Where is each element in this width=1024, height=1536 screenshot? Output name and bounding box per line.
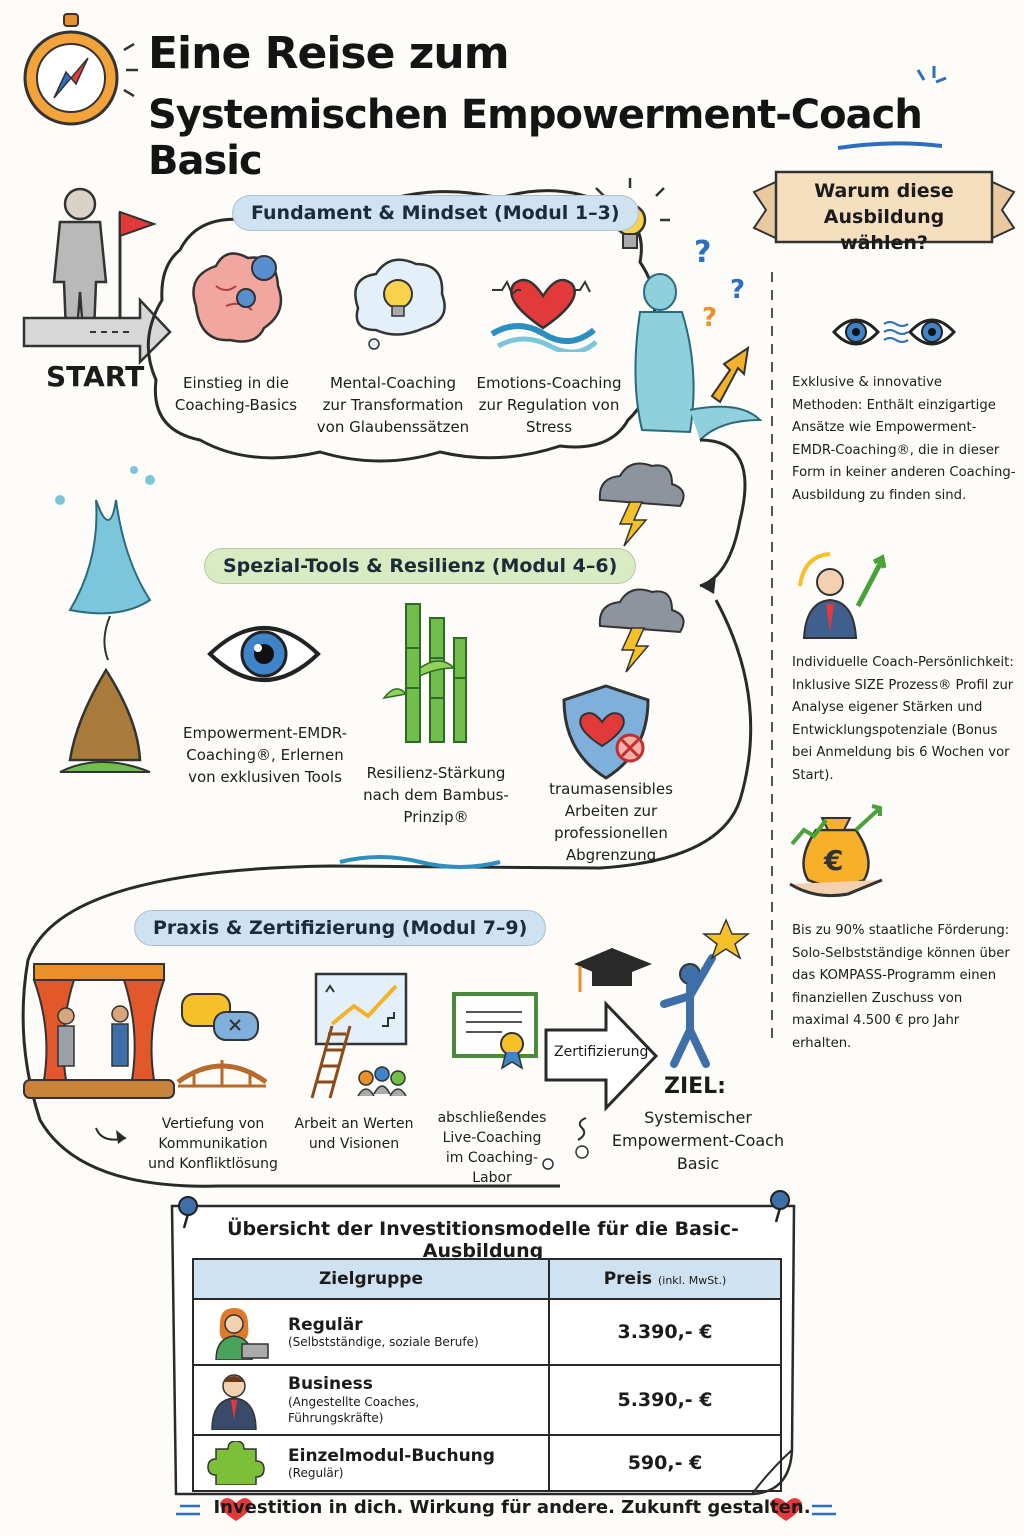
compass-icon [23, 13, 138, 126]
pricing-row-detail: (Angestellte Coaches, Führungskräfte) [288, 1395, 420, 1425]
puzzle-icon [207, 1441, 265, 1485]
storm-cloud-icon [598, 462, 685, 547]
goal-text: Systemischer Empowerment-Coach Basic [611, 1108, 785, 1173]
svg-text:€: € [823, 844, 843, 877]
water-splash-icon [55, 466, 155, 661]
page-title-line-2: Systemischen Empowerment-Coach Basic [148, 92, 923, 184]
woman-laptop-icon [215, 1308, 269, 1360]
module-1-item-1: Einstieg in die Coaching-Basics [174, 374, 298, 414]
pricing-row-business: Business (Angestellte Coaches, Führungsk… [192, 1364, 782, 1436]
heart-icon [220, 1498, 252, 1521]
stage-icon [23, 963, 175, 1099]
coach-growth-icon [798, 552, 887, 639]
pricing-row-name: Business [288, 1374, 373, 1394]
module-2-item-2: Resilienz-Stärkung nach dem Bambus-Prinz… [363, 764, 509, 826]
module-2-item-1: Empowerment-EMDR-Coaching®, Erlernen von… [182, 724, 348, 786]
eye-icon [207, 626, 321, 682]
module-1-item-3: Emotions-Coaching zur Regulation von Str… [476, 374, 622, 436]
banner-ribbon-icon [752, 170, 1016, 244]
bamboo-shoot-icon [59, 667, 151, 773]
svg-text:?: ? [702, 303, 717, 333]
pricing-row-single-module: Einzelmodul-Buchung (Regulär) 590,- € [192, 1434, 782, 1492]
module-3-heading: Praxis & Zertifizierung (Modul 7–9) [134, 910, 547, 946]
start-label: START [46, 360, 145, 393]
page-title-line-1: Eine Reise zum [148, 28, 510, 79]
ladder-vision-icon [310, 972, 408, 1099]
pricing-row-price: 590,- € [548, 1434, 782, 1492]
pricing-row-detail: (Selbstständige, soziale Berufe) [288, 1335, 479, 1349]
heart-wave-icon [490, 278, 598, 352]
module-2-heading: Spezial-Tools & Resilienz (Modul 4–6) [204, 548, 637, 584]
bamboo-icon [382, 603, 467, 743]
sidebar-point-2: Individuelle Coach-Persönlichkeit: Inklu… [792, 655, 1014, 783]
goal-figure-icon [660, 954, 716, 1068]
pricing-header-price: Preis (inkl. MwSt.) [548, 1258, 782, 1300]
money-bag-icon: € [789, 804, 883, 898]
footer-slogan: Investition in dich. Wirkung für andere.… [213, 1497, 811, 1518]
pricing-row-price: 3.390,- € [548, 1298, 782, 1366]
module-1-heading: Fundament & Mindset (Modul 1–3) [232, 195, 639, 231]
flag-icon [118, 210, 158, 318]
pricing-row-regular: Regulär (Selbstständige, soziale Berufe)… [192, 1298, 782, 1366]
pricing-row-name: Regulär [288, 1315, 363, 1335]
certificate-icon [452, 992, 538, 1070]
water-figure-icon [634, 273, 763, 441]
pin-icon [770, 1190, 790, 1223]
goal-label: ZIEL: [664, 1074, 726, 1099]
pricing-row-name: Einzelmodul-Buchung [288, 1446, 495, 1466]
star-icon [701, 918, 751, 960]
svg-text:?: ? [694, 235, 711, 270]
module-1-item-2: Mental-Coaching zur Transformation von G… [316, 374, 470, 436]
storm-cloud-icon [598, 588, 685, 673]
sidebar-point-3: Bis zu 90% staatliche Förderung: Solo-Se… [792, 923, 1010, 1051]
lightbulb-cloud-icon [354, 258, 446, 350]
heart-icon [770, 1498, 802, 1521]
speech-bubbles-bridge-icon [176, 993, 268, 1088]
pricing-row-price: 5.390,- € [548, 1364, 782, 1436]
businessman-icon [211, 1374, 257, 1430]
module-2-item-3: traumasensibles Arbeiten zur professione… [549, 780, 673, 864]
pricing-title: Übersicht der Investitionsmodelle für di… [227, 1218, 739, 1262]
sidebar-point-1: Exklusive & innovative Methoden: Enthält… [792, 375, 1016, 503]
module-3-item-2: Arbeit an Werten und Visionen [294, 1116, 414, 1152]
shield-heart-icon [562, 684, 650, 780]
pricing-header-group: Zielgruppe [192, 1258, 550, 1300]
module-3-item-3: abschließendes Live-Coaching im Coaching… [437, 1110, 547, 1186]
sidebar-banner: Warum diese Ausbildung wählen? [814, 180, 954, 254]
pin-icon [178, 1196, 198, 1229]
eyes-icon [831, 318, 957, 346]
certification-arrow-label: Zertifizierung [554, 1044, 649, 1060]
start-figure-icon [52, 187, 108, 334]
pricing-table: Zielgruppe Preis (inkl. MwSt.) Regulär (… [192, 1258, 782, 1492]
module-3-item-1: Vertiefung von Kommunikation und Konflik… [148, 1116, 278, 1172]
start-arrow-icon [22, 296, 172, 366]
svg-text:?: ? [730, 275, 745, 305]
pricing-row-detail: (Regulär) [288, 1466, 344, 1480]
graduation-cap-icon [574, 948, 652, 992]
brain-gears-icon [192, 252, 283, 343]
